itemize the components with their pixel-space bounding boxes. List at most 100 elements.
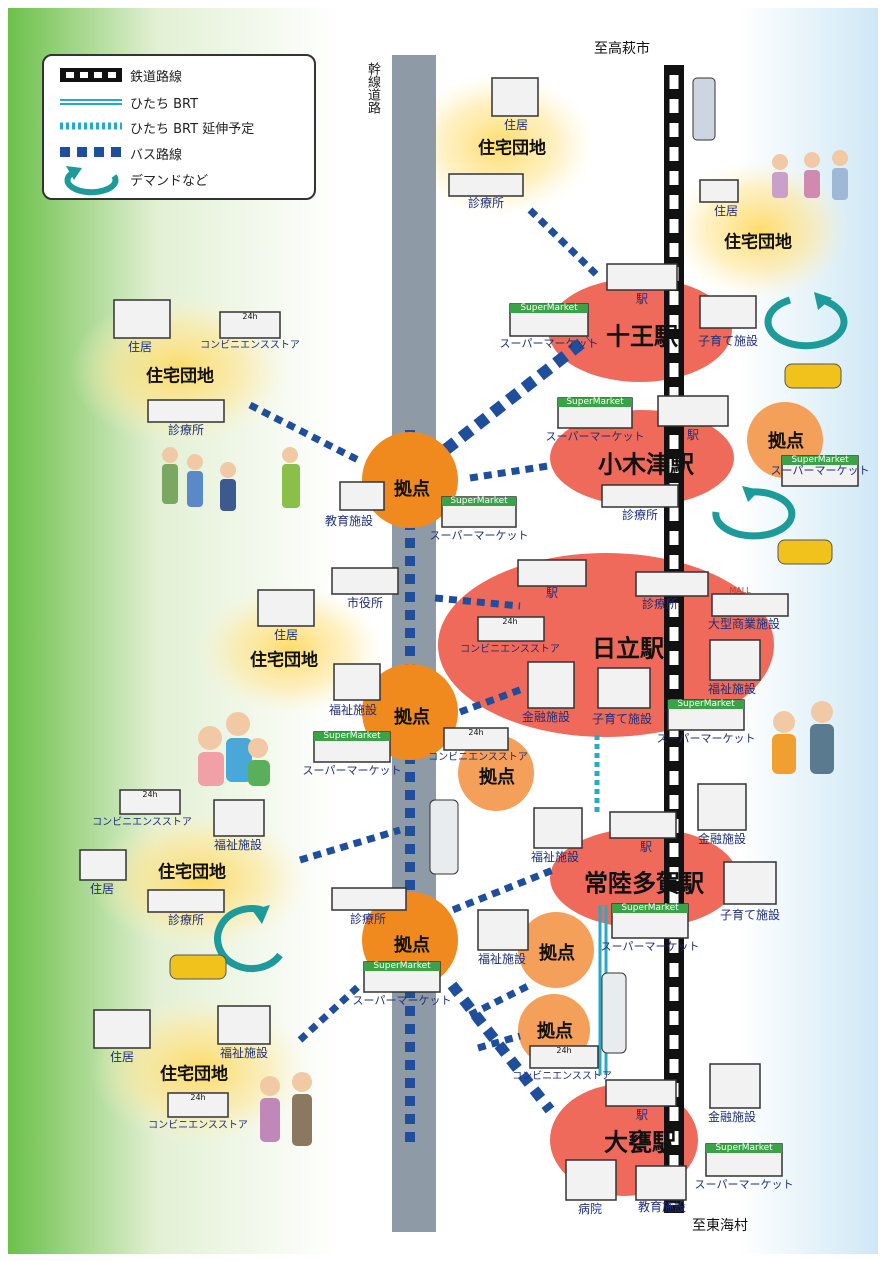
clinic-label: 診療所: [167, 913, 205, 927]
clinic-label: 診療所: [641, 597, 679, 611]
housing-label: 住宅団地: [250, 650, 318, 671]
supermarket-label: スーパーマーケット: [656, 732, 756, 745]
housing-label: 住宅団地: [478, 138, 546, 159]
finance-label: 金融施設: [707, 1110, 757, 1124]
railway-line: [664, 65, 684, 1213]
small-hub: [458, 735, 534, 811]
station-building-label: 駅: [635, 292, 649, 306]
clinic-label: 診療所: [467, 196, 505, 210]
station-area: [438, 553, 774, 737]
terminal-north: 至高萩市: [594, 41, 650, 57]
demand-icons: [214, 296, 848, 973]
highway-label: 幹線道路: [365, 62, 380, 114]
housing-glow: [90, 810, 310, 950]
brt-bus-icon: [429, 799, 459, 875]
residence-label: 住居: [273, 628, 299, 642]
residence-label: 住居: [713, 204, 739, 218]
welfare-label: 福祉施設: [219, 1046, 269, 1060]
supermarket-label: スーパーマーケット: [600, 940, 700, 953]
welfare-label: 福祉施設: [530, 850, 580, 864]
clinic-label: 診療所: [621, 508, 659, 522]
supermarket-sign: SuperMarket: [621, 903, 679, 913]
convenience-label: コンビニエンスストア: [460, 644, 560, 655]
education-label: 教育施設: [324, 514, 374, 528]
supermarket-label: スーパーマーケット: [352, 994, 452, 1007]
supermarket-label: スーパーマーケット: [499, 337, 599, 350]
housing-label: 住宅団地: [724, 232, 792, 253]
convenience-label: コンビニエンスストア: [148, 1120, 248, 1131]
train-icon: [692, 77, 716, 141]
station-hitachi: 日立駅: [592, 634, 664, 663]
small-hub-label: 拠点: [768, 431, 804, 452]
legend-railway: 鉄道路線: [130, 70, 183, 85]
clinic-label: 診療所: [349, 912, 387, 926]
convenience-label: コンビニエンスストア: [92, 817, 192, 828]
hospital-label: 病院: [577, 1202, 603, 1216]
station-building-label: 駅: [639, 840, 653, 854]
welfare-label: 福祉施設: [477, 952, 527, 966]
station-area: [550, 828, 738, 928]
supermarket-sign: SuperMarket: [323, 731, 381, 741]
convenience-sign: 24h: [556, 1046, 572, 1055]
station-ogitsu: 小木津駅: [598, 450, 694, 479]
housing-label: 住宅団地: [158, 862, 226, 883]
legend-brt: ひたち BRT: [130, 97, 199, 112]
station-hitachitaga: 常陸多賀駅: [584, 869, 704, 898]
bus-icons: [169, 363, 842, 980]
station-building-label: 駅: [545, 586, 559, 600]
supermarket-sign: SuperMarket: [566, 397, 624, 407]
education-label: 教育施設: [637, 1200, 687, 1214]
station-omika: 大甕駅: [604, 1128, 676, 1157]
city-hall-label: 市役所: [346, 596, 384, 610]
residence-label: 住居: [127, 340, 153, 354]
supermarket-sign: SuperMarket: [677, 699, 735, 709]
supermarket-sign: SuperMarket: [715, 1143, 773, 1153]
childcare-label: 子育て施設: [591, 712, 653, 726]
small-hub: [518, 912, 594, 988]
supermarket-sign: SuperMarket: [373, 961, 431, 971]
convenience-sign: 24h: [502, 617, 518, 626]
supermarket-sign: SuperMarket: [450, 496, 508, 506]
legend-bus: バス路線: [130, 148, 183, 163]
childcare-label: 子育て施設: [719, 908, 781, 922]
welfare-label: 福祉施設: [213, 838, 263, 852]
bus-routes: [248, 207, 603, 1150]
station-building-label: 駅: [686, 428, 700, 442]
small-hub-label: 拠点: [539, 943, 575, 964]
residence-label: 住居: [89, 882, 115, 896]
finance-label: 金融施設: [521, 710, 571, 724]
supermarket-sign: SuperMarket: [791, 455, 849, 465]
hub-label: 拠点: [394, 707, 430, 728]
residence-label: 住居: [109, 1050, 135, 1064]
hub-label: 拠点: [394, 935, 430, 956]
supermarket-label: スーパーマーケット: [694, 1178, 794, 1191]
welfare-label: 福祉施設: [707, 682, 757, 696]
convenience-sign: 24h: [142, 790, 158, 799]
station-area: [550, 410, 734, 506]
convenience-label: コンビニエンスストア: [512, 1071, 612, 1082]
welfare-label: 福祉施設: [328, 703, 378, 717]
convenience-sign: 24h: [190, 1093, 206, 1102]
supermarket-label: スーパーマーケット: [429, 529, 529, 542]
supermarket-label: スーパーマーケット: [302, 764, 402, 777]
legend-symbols: [60, 68, 122, 196]
people-illustrations: [162, 150, 848, 1146]
small-hub-label: 拠点: [479, 767, 515, 788]
childcare-label: 子育て施設: [697, 334, 759, 348]
trunk-road: [392, 55, 436, 1232]
residence-label: 住居: [503, 118, 529, 132]
supermarket-label: スーパーマーケット: [545, 430, 645, 443]
supermarket-sign: SuperMarket: [520, 303, 578, 313]
hub-label: 拠点: [394, 479, 430, 500]
station-juo: 十王駅: [606, 322, 678, 351]
store-signs: [314, 304, 858, 1153]
brt-bus-icon: [601, 972, 627, 1054]
housing-label: 住宅団地: [146, 366, 214, 387]
supermarket-label: スーパーマーケット: [770, 464, 870, 477]
convenience-label: コンビニエンスストア: [428, 752, 528, 763]
legend-brt-extension: ひたち BRT 延伸予定: [130, 122, 255, 137]
legend-demand: デマンドなど: [130, 174, 209, 189]
convenience-sign: 24h: [468, 728, 484, 737]
finance-label: 金融施設: [697, 832, 747, 846]
